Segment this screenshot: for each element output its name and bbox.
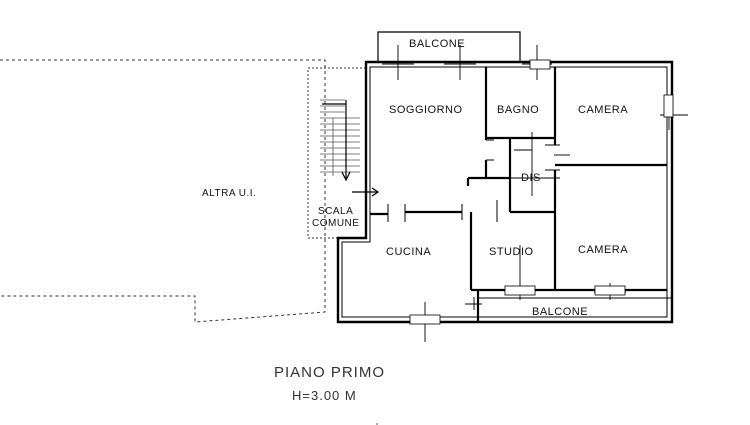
balcony-label-bottom: BALCONE: [532, 306, 589, 318]
altra-ui-outline: [0, 59, 326, 323]
room-label-soggiorno: SOGGIORNO: [389, 104, 463, 116]
doors: [387, 139, 560, 222]
window-marks: [382, 45, 688, 342]
room-label-dis: DIS: [521, 172, 541, 184]
room-label-studio: STUDIO: [489, 246, 534, 258]
room-label-altra-ui: ALTRA U.I.: [202, 188, 257, 199]
room-label-scala: SCALA: [318, 206, 354, 217]
exterior-walls: [336, 60, 674, 324]
window-openings: [409, 59, 674, 325]
ceiling-height: H=3.00 M: [292, 388, 357, 403]
balcony-top: [377, 31, 521, 62]
room-label-camera-bottom: CAMERA: [578, 244, 629, 256]
room-label-camera-top: CAMERA: [578, 104, 629, 116]
interior-walls: [370, 67, 667, 322]
room-label-bagno: BAGNO: [497, 104, 540, 116]
floor-title: PIANO PRIMO: [274, 364, 386, 381]
balcony-label-top: BALCONE: [409, 38, 466, 50]
room-label-cucina: CUCINA: [386, 246, 432, 258]
room-label-comune: COMUNE: [312, 218, 360, 229]
